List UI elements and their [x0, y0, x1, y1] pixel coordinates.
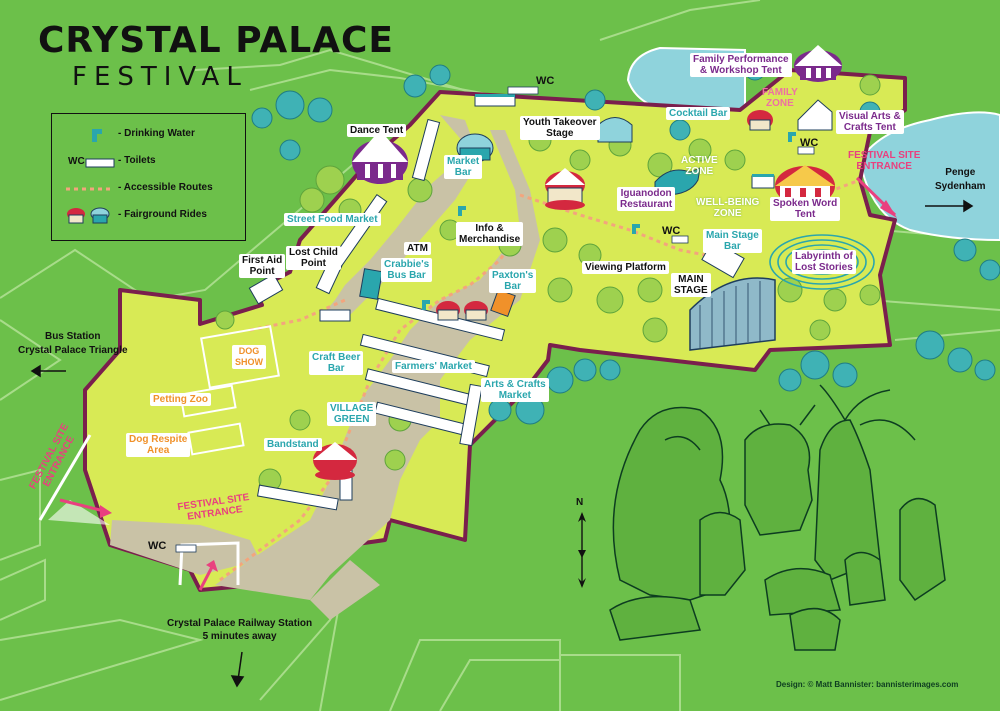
wc-label-right: WC [800, 137, 819, 149]
drinking-water-icon [92, 129, 102, 142]
legend-label-water: - Drinking Water [118, 128, 195, 139]
legend-row-water: - Drinking Water [60, 124, 240, 146]
family-tent [794, 45, 842, 82]
wc-label-bottom: WC [148, 540, 167, 552]
viewing-platform-label: Viewing Platform [582, 261, 669, 274]
info-merch-label: Info & Merchandise [456, 222, 524, 246]
dog-respite-label: Dog Respite Area [126, 433, 191, 457]
festival-entrance-right-label: FESTIVAL SITE ENTRANCE [848, 150, 921, 172]
spoken-word-tent [775, 165, 835, 206]
family-performance-label: Family Performance & Workshop Tent [690, 53, 792, 77]
main-stage-bar-label: Main Stage Bar [703, 229, 762, 253]
arts-crafts-market-label: Arts & Crafts Market [481, 378, 549, 402]
legend-label-accessible: - Accessible Routes [118, 182, 213, 193]
legend-label-rides: - Fairground Rides [118, 209, 207, 220]
dog-show-area [200, 325, 280, 389]
bandstand-label: Bandstand [264, 438, 322, 451]
family-zone-label: FAMILY ZONE [762, 87, 798, 109]
active-zone-label: ACTIVE ZONE [681, 155, 718, 177]
trees [215, 74, 881, 492]
wc-label-top: WC [536, 75, 555, 87]
north-arrow-icon [578, 512, 586, 588]
festival-subtitle: FESTIVAL [72, 62, 248, 92]
main-path [215, 130, 540, 600]
first-aid-hut [248, 273, 284, 305]
labyrinth-label: Labyrinth of Lost Stories [792, 250, 856, 274]
youth-takeover-label: Youth Takeover Stage [520, 116, 600, 140]
legend-wc-text: WC [68, 156, 85, 167]
penge-sydenham-label: Penge Sydenham [935, 167, 986, 192]
entrance-bottom [178, 541, 240, 591]
wellbeing-zone-label: WELL-BEING ZONE [696, 197, 760, 219]
lost-child-label: Lost Child Point [286, 246, 341, 270]
dance-tent [352, 130, 408, 184]
north-label: N [576, 497, 584, 508]
toilets-icon [85, 158, 115, 168]
wc-label-active: WC [662, 225, 681, 237]
direction-arrows [30, 199, 974, 688]
festival-title: CRYSTAL PALACE [38, 20, 395, 61]
entrance-left [38, 434, 112, 525]
legend-row-toilets: WC - Toilets [60, 151, 240, 173]
street-food-market-label: Street Food Market [284, 213, 381, 226]
fairground-carousel-top [545, 168, 585, 210]
youth-takeover-stage [597, 117, 633, 143]
entrance-right [855, 176, 897, 218]
railway-station-label: Crystal Palace Railway Station 5 minutes… [167, 618, 313, 642]
petting-zoo-label: Petting Zoo [150, 393, 211, 406]
legend-row-rides: - Fairground Rides [60, 205, 240, 227]
accessible-route-icon [66, 187, 114, 191]
main-stage-label: MAIN STAGE [671, 273, 711, 297]
west-path [325, 115, 480, 315]
farmers-market-label: Farmers' Market [392, 360, 475, 373]
bandstand [313, 442, 357, 480]
fairground-rides-middle [436, 301, 488, 321]
design-credit: Design: © Matt Bannister: bannisterimage… [776, 680, 959, 689]
visual-arts-label: Visual Arts & Crafts Tent [836, 110, 904, 134]
paxtons-label: Paxton's Bar [489, 269, 537, 293]
main-stage [689, 277, 776, 351]
spoken-word-label: Spoken Word Tent [770, 197, 841, 221]
village-green-label: VILLAGE GREEN [327, 402, 377, 426]
outside-trees [251, 59, 1000, 425]
palace-statues-illustration [609, 384, 946, 651]
crabbies-bus [359, 268, 383, 300]
first-aid-label: First Aid Point [239, 254, 286, 278]
iguanodon-label: Iguanodon Restaurant [617, 187, 676, 211]
fairground-rides-icon [67, 207, 110, 224]
bus-station-label: Bus Station Crystal Palace Triangle [18, 331, 128, 356]
atm-label: ATM [404, 242, 431, 255]
crabbies-label: Crabbie's Bus Bar [381, 258, 433, 282]
family-zone-carousel [747, 110, 773, 131]
legend-label-toilets: - Toilets [118, 155, 156, 166]
dog-show-label: DOG SHOW [232, 345, 266, 369]
map-legend: - Drinking Water WC - Toilets - Accessib… [51, 113, 246, 241]
exit-path [310, 560, 380, 620]
legend-row-accessible: - Accessible Routes [60, 178, 240, 200]
visual-arts-tent [797, 99, 833, 131]
dog-respite-area [187, 422, 245, 456]
craft-beer-label: Craft Beer Bar [309, 351, 364, 375]
water-tap-icons [422, 132, 796, 310]
market-bar-label: Market Bar [444, 155, 483, 179]
cocktail-bar-label: Cocktail Bar [666, 107, 731, 120]
toilet-block-icons [175, 86, 815, 553]
stall-awnings [475, 94, 774, 177]
dance-tent-label: Dance Tent [347, 124, 407, 137]
